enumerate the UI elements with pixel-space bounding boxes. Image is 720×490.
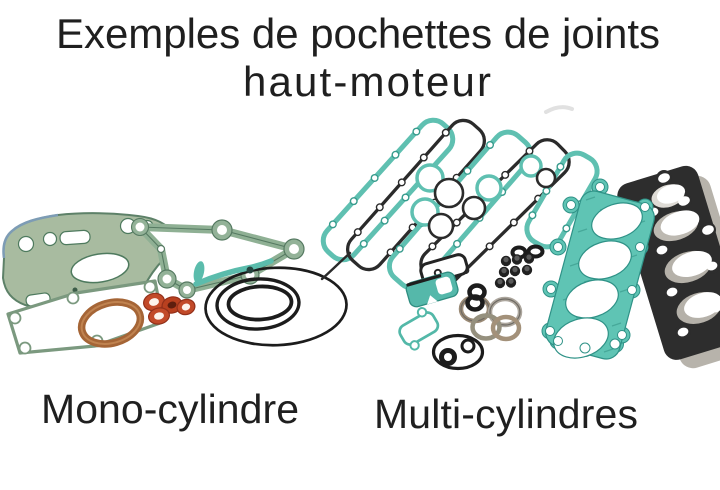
svg-text:Exemples de pochettes de joint: Exemples de pochettes de joints [56,10,660,57]
svg-text:Mono-cylindre: Mono-cylindre [41,386,299,432]
svg-text:Multi-cylindres: Multi-cylindres [374,391,638,437]
svg-text:haut-moteur: haut-moteur [243,58,491,105]
